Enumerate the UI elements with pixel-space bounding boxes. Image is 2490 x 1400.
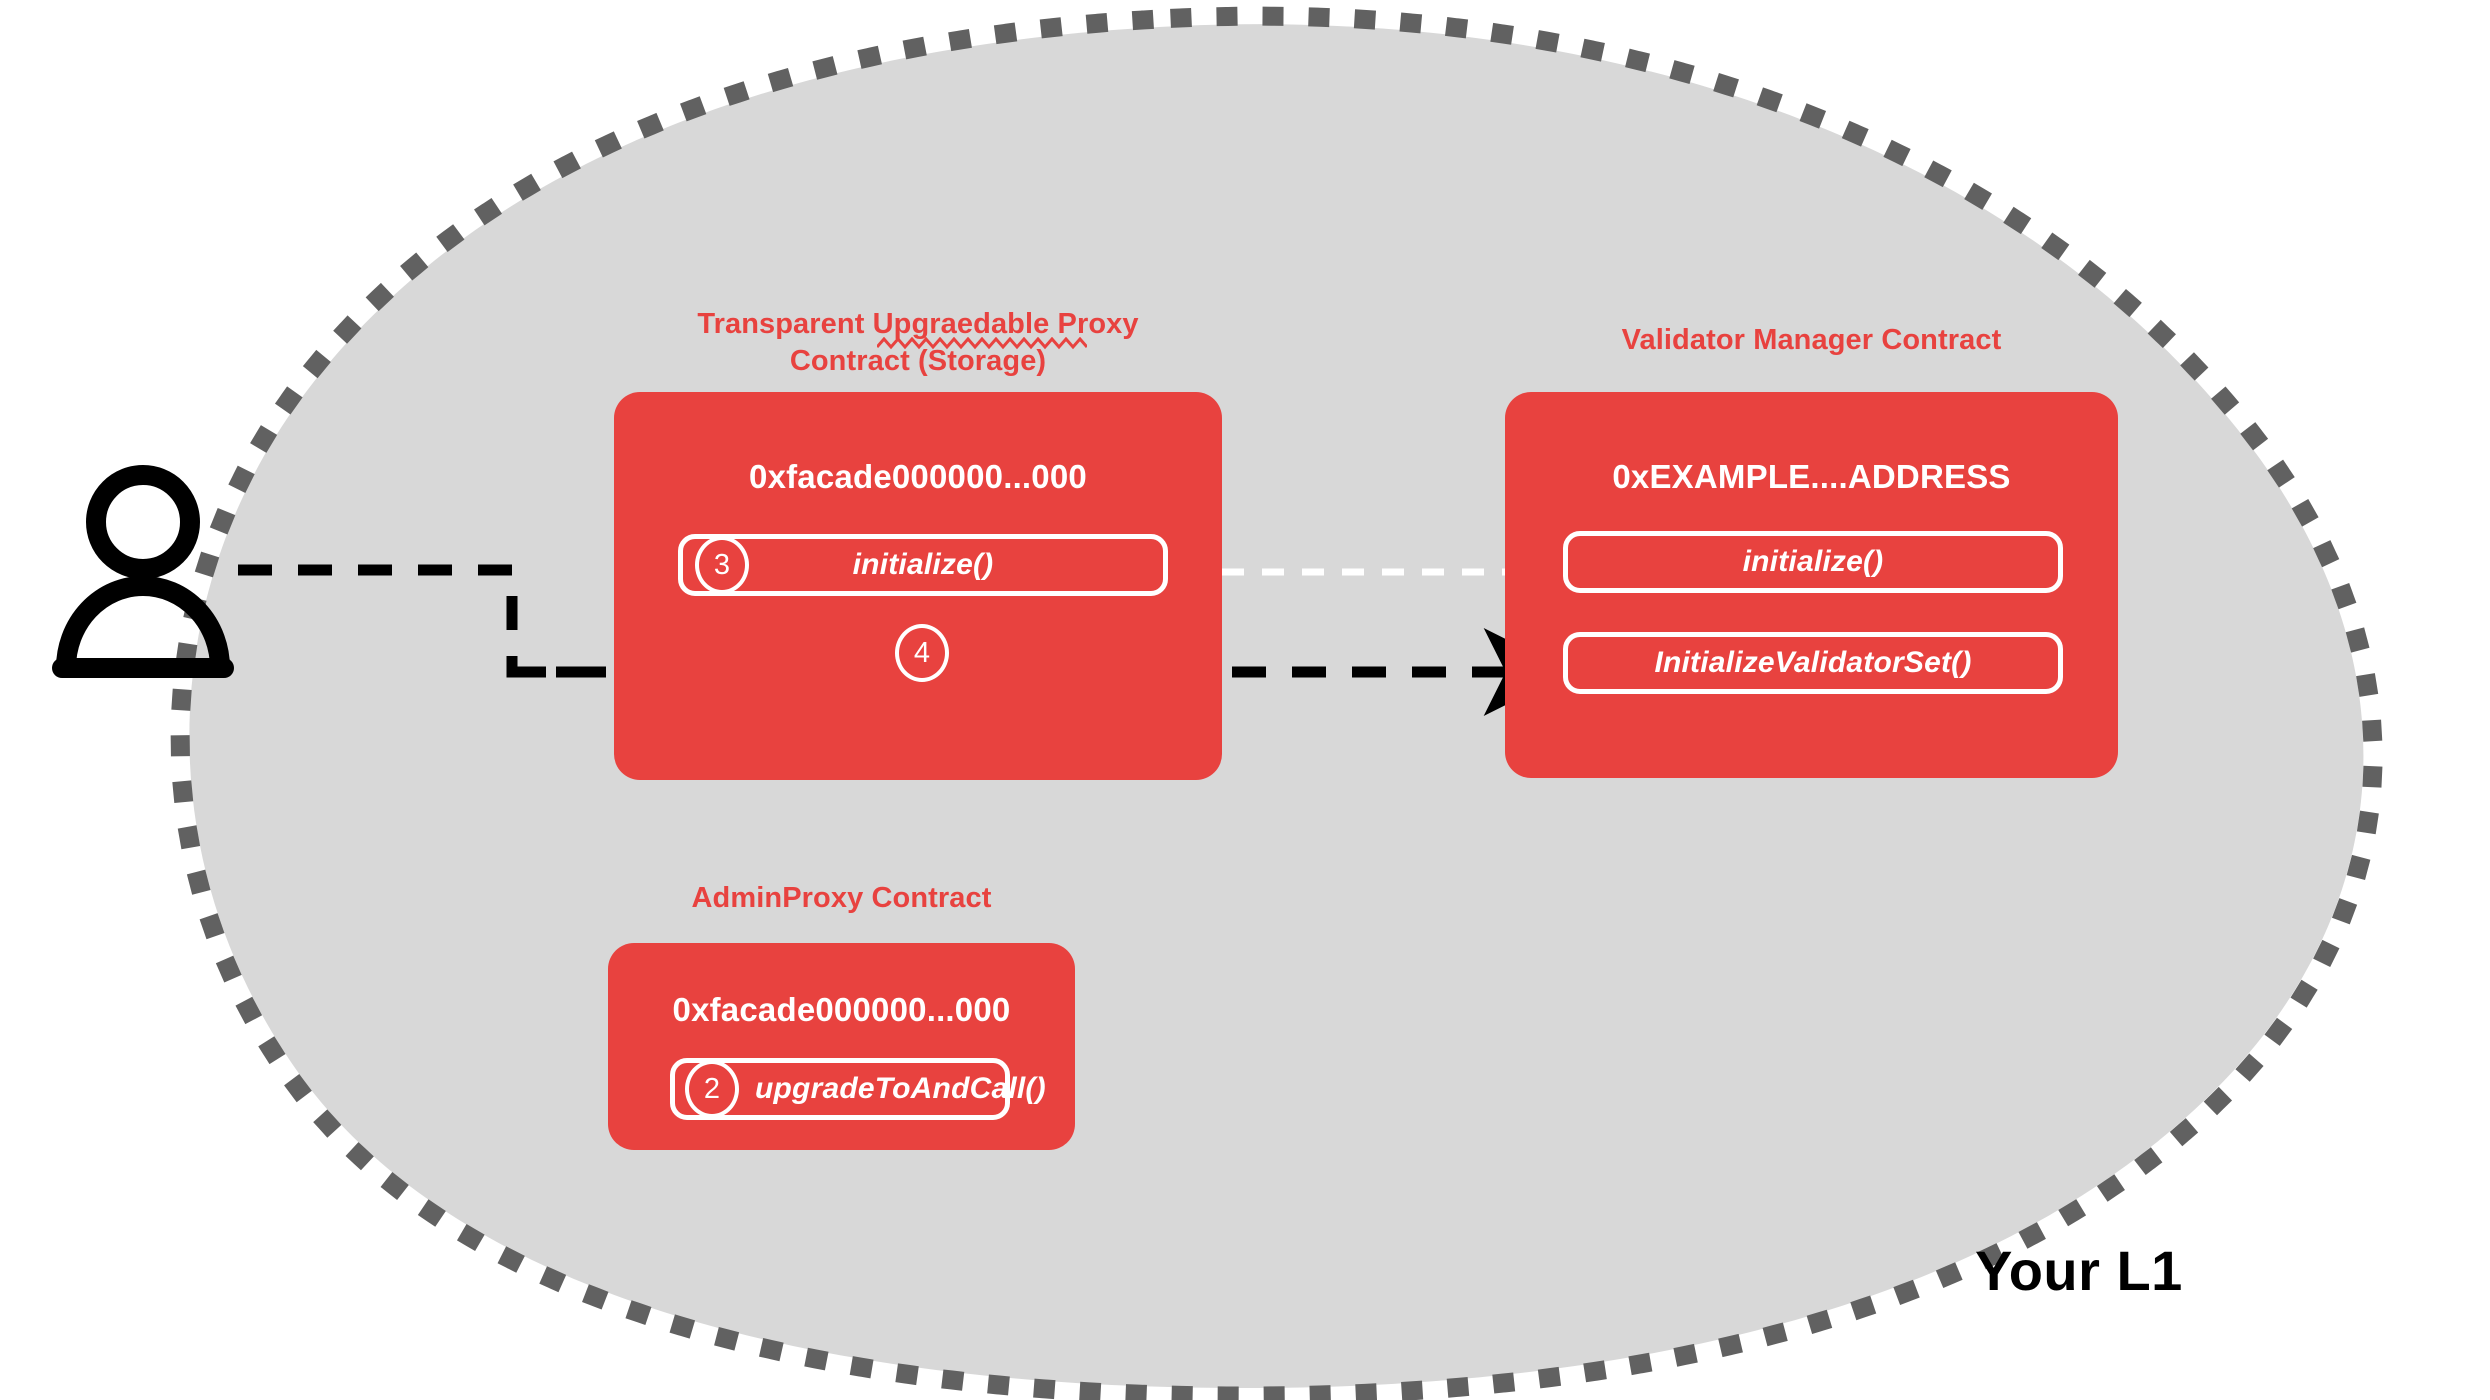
person-icon xyxy=(52,465,234,678)
contract-card-validator-manager[interactable]: 0xEXAMPLE....ADDRESS initialize() Initia… xyxy=(1505,392,2118,778)
contract-title-validator-manager: Validator Manager Contract xyxy=(1505,322,2118,359)
step-badge-2: 2 xyxy=(685,1060,739,1118)
contract-address-admin-proxy: 0xfacade000000...000 xyxy=(672,991,1011,1028)
method-label-initialize: initialize() xyxy=(852,548,994,581)
region-label-your-l1: Your L1 xyxy=(1975,1239,2183,1302)
step-badge-4: 4 xyxy=(895,624,949,682)
contract-title-line1: Transparent Upgraedable Proxy xyxy=(697,308,1139,340)
connector-user-to-proxy xyxy=(238,564,620,678)
contract-card-admin-proxy[interactable]: 0xfacade000000...000 2 upgradeToAndCall(… xyxy=(608,943,1075,1150)
method-pill-initialize-vm[interactable]: initialize() xyxy=(1563,531,2063,593)
method-label-initialize-vm: initialize() xyxy=(1742,545,1884,578)
contract-address-validator-manager: 0xEXAMPLE....ADDRESS xyxy=(1612,458,2011,495)
method-pill-initializevalidatorset[interactable]: InitializeValidatorSet() xyxy=(1563,632,2063,694)
contract-card-transparent-proxy[interactable]: 0xfacade000000...000 3 initialize() 4 xyxy=(614,392,1222,780)
contract-title-line1: Validator Manager Contract xyxy=(1621,324,2002,356)
method-label-initializevalidatorset: InitializeValidatorSet() xyxy=(1654,646,1972,679)
step-badge-3: 3 xyxy=(695,536,749,594)
contract-title-admin-proxy: AdminProxy Contract xyxy=(608,880,1075,917)
method-pill-upgradetoandcall[interactable]: 2 upgradeToAndCall() xyxy=(670,1058,1046,1120)
l1-region-dashed-border xyxy=(170,6,2383,1400)
contract-title-line2: Contract (Storage) xyxy=(789,345,1047,378)
contract-address-transparent-proxy: 0xfacade000000...000 xyxy=(749,458,1087,495)
spellcheck-squiggle-icon xyxy=(877,337,1087,350)
method-label-upgradetoandcall: upgradeToAndCall() xyxy=(755,1072,1046,1105)
method-pill-initialize-proxy[interactable]: 3 initialize() xyxy=(678,534,1168,596)
contract-title-transparent-proxy: Transparent Upgraedable Proxy Contract (… xyxy=(614,306,1222,380)
contract-title-line1: AdminProxy Contract xyxy=(691,882,992,914)
